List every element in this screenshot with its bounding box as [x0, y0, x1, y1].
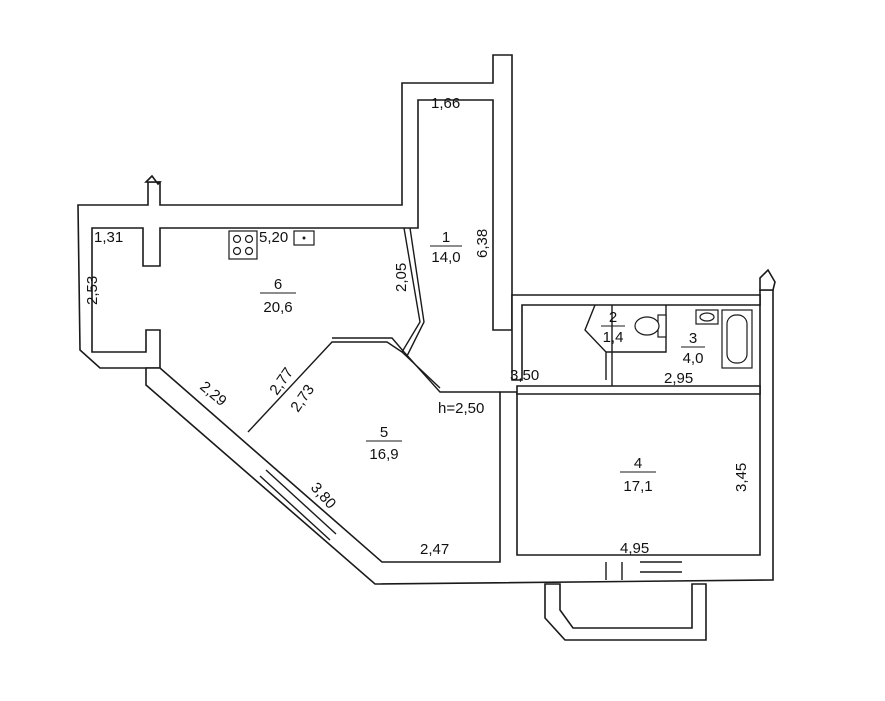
dim-3-50: 3,50 — [510, 367, 539, 384]
stove-icon — [228, 230, 258, 260]
balcony — [544, 583, 707, 641]
wall-room4-north — [516, 385, 761, 395]
dim-4-95: 4,95 — [620, 540, 649, 557]
dim-6-38: 6,38 — [474, 229, 491, 258]
wall-diagonal-southwest — [145, 289, 774, 585]
room-2-number: 2 — [609, 309, 617, 326]
room-6-area: 20,6 — [263, 299, 292, 316]
room-2-area: 1,4 — [603, 329, 624, 346]
fixtures — [228, 230, 753, 369]
dim-2-47: 2,47 — [420, 541, 449, 558]
dim-1-66: 1,66 — [431, 95, 460, 112]
partition-room6-room5 — [247, 227, 421, 433]
dim-2-53: 2,53 — [84, 276, 101, 305]
dim-2-95: 2,95 — [664, 370, 693, 387]
wall-bathroom-block — [511, 294, 761, 381]
room-1-area: 14,0 — [431, 249, 460, 266]
room-3-number: 3 — [689, 330, 697, 347]
dim-2-77: 2,77 — [266, 365, 297, 399]
dim-2-05: 2,05 — [393, 263, 410, 292]
toilet-icon — [634, 314, 667, 338]
partition-bathroom2 — [584, 304, 667, 386]
wall-room6-north — [77, 54, 513, 369]
room-5-number: 5 — [380, 424, 388, 441]
room-5-area: 16,9 — [369, 446, 398, 463]
washbasin-icon — [695, 309, 719, 325]
room-labels: 1 14,0 2 1,4 3 4,0 4 17,1 5 16,9 6 20,6 — [260, 229, 705, 495]
dim-3-45: 3,45 — [733, 463, 750, 492]
room-4-area: 17,1 — [623, 478, 652, 495]
walls — [77, 54, 776, 641]
dim-1-31: 1,31 — [94, 229, 123, 246]
room-3-area: 4,0 — [683, 350, 704, 367]
dim-2-73: 2,73 — [287, 382, 318, 416]
room-1-number: 1 — [442, 229, 450, 246]
room-4-number: 4 — [634, 455, 642, 472]
room-6-number: 6 — [274, 276, 282, 293]
ceiling-height: h=2,50 — [438, 400, 484, 417]
dim-5-20: 5,20 — [259, 229, 288, 246]
bathtub-icon — [721, 309, 753, 369]
